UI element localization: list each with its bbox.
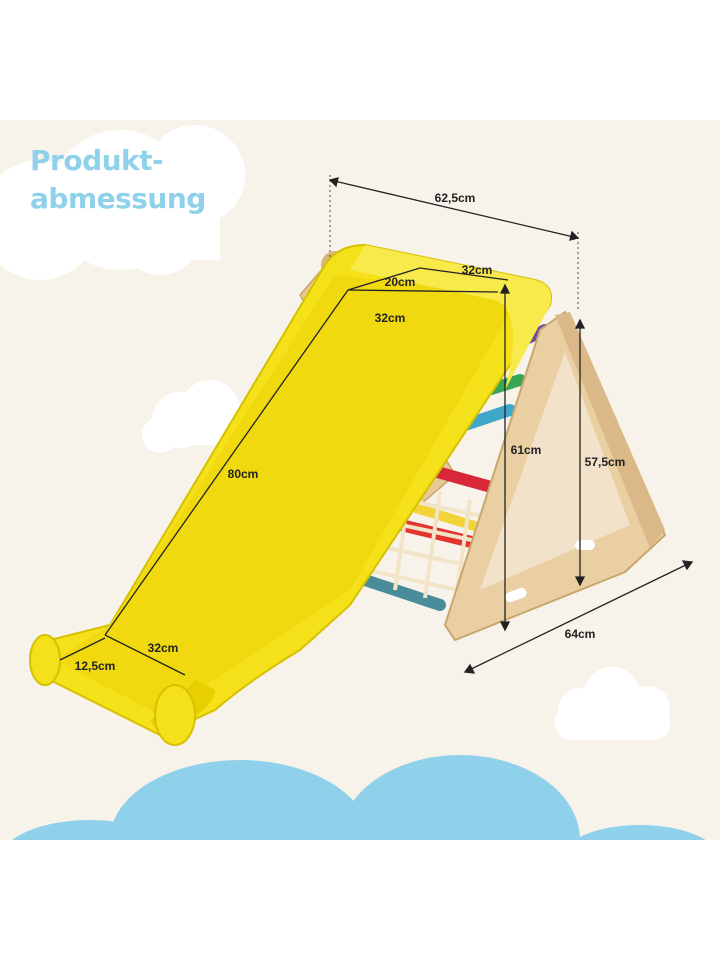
small-cloud-right: [555, 667, 670, 740]
dim-slide-width-top: 32cm: [374, 311, 406, 325]
title-line-2: abmessung: [30, 182, 206, 215]
dimension-lines: [59, 175, 694, 676]
dim-slide-width-bottom: 32cm: [147, 641, 179, 655]
small-cloud-left: [142, 380, 240, 453]
triangle-front-frame: [443, 310, 667, 642]
dim-base-depth: 64cm: [564, 627, 596, 641]
climbing-triangle-with-slide: [29, 175, 694, 746]
dim-top-lip-depth: 20cm: [384, 275, 416, 289]
dim-slide-height: 61cm: [510, 443, 542, 457]
page-title: Produkt- abmessung: [30, 142, 206, 218]
background-illustration: [0, 125, 706, 840]
yellow-slide: [29, 243, 552, 746]
title-line-1: Produkt-: [30, 144, 164, 177]
bottom-blue-cloud: [12, 755, 706, 840]
dim-bottom-lip-depth: 12,5cm: [74, 659, 116, 673]
dim-triangle-height: 57,5cm: [584, 455, 626, 469]
dim-slide-length: 80cm: [227, 467, 259, 481]
product-scene: Produkt- abmessung: [0, 120, 720, 840]
top-left-cloud: [0, 125, 245, 280]
dim-top-width-outer: 32cm: [461, 263, 493, 277]
dim-total-length: 62,5cm: [434, 191, 476, 205]
